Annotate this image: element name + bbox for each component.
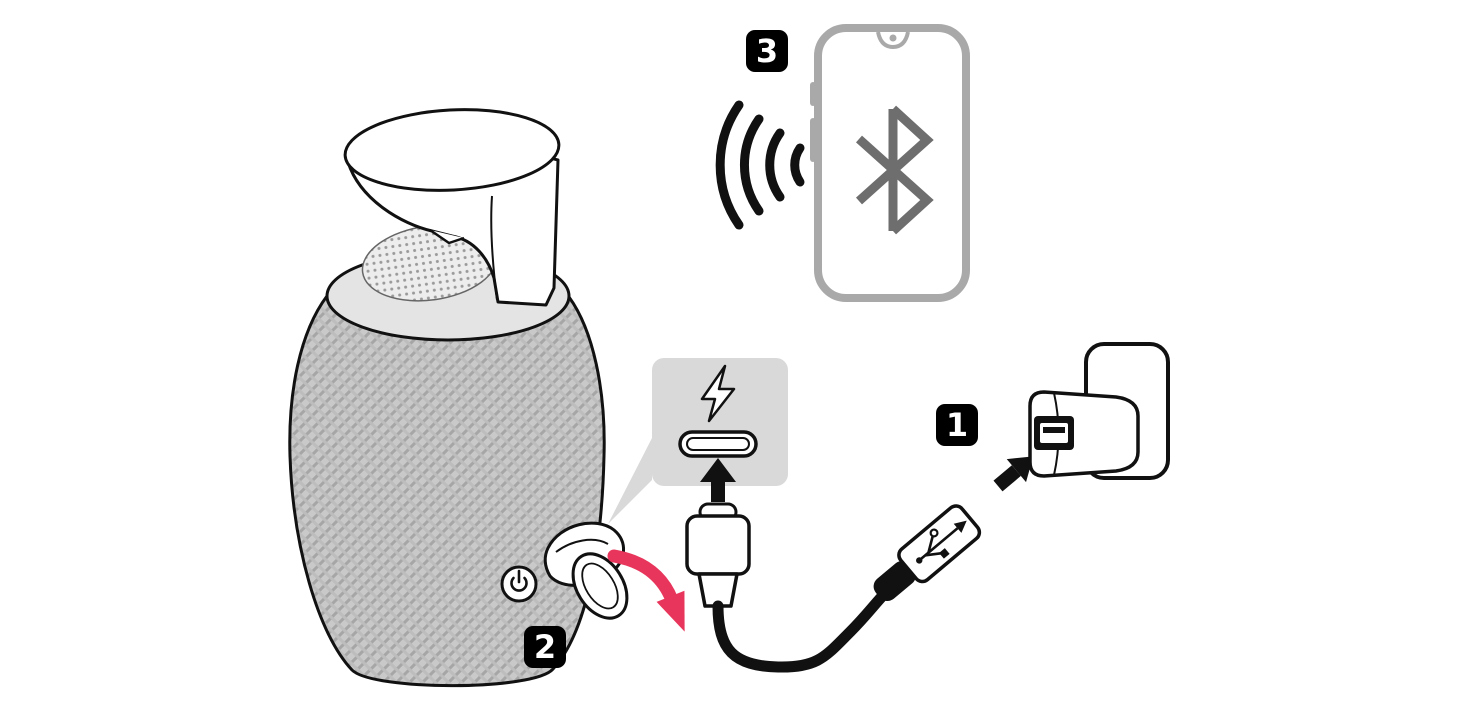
usb-logo-icon [916,520,967,564]
phone [810,24,970,302]
charging-bolt-icon [700,364,736,423]
power-icon [510,569,528,592]
step-3-label: 3 [756,32,778,70]
wireless-signal-icon [715,100,805,230]
speaker-cone-beak [429,228,465,245]
charging-cable [712,582,896,673]
usb-c-port [678,430,758,458]
speaker-column-seam [490,195,498,301]
insert-plug-arrow [993,456,1034,492]
step-3-badge: 3 [746,30,788,72]
speaker [288,108,629,688]
phone-side-button-upper [810,82,816,106]
bluetooth-icon [855,105,934,235]
connect-port-arrow [700,458,736,502]
phone-side-button-lower [810,118,816,162]
port-cover-flap [543,521,629,620]
callout-wedge [608,438,652,524]
usb-a-connector [873,504,982,602]
speaker-body [288,284,606,688]
power-adapter [1028,390,1140,478]
power-button [500,565,538,603]
step-2-badge: 2 [524,626,566,668]
adapter-usb-port [1034,416,1074,450]
open-flap-arrow [607,549,685,632]
usb-c-connector [685,502,751,608]
speaker-top-platter [343,108,561,192]
step-1-badge: 1 [936,404,978,446]
phone-camera-dot [889,34,897,42]
step-1-label: 1 [946,406,968,444]
step-2-label: 2 [534,628,556,666]
charging-port-callout [608,358,788,524]
